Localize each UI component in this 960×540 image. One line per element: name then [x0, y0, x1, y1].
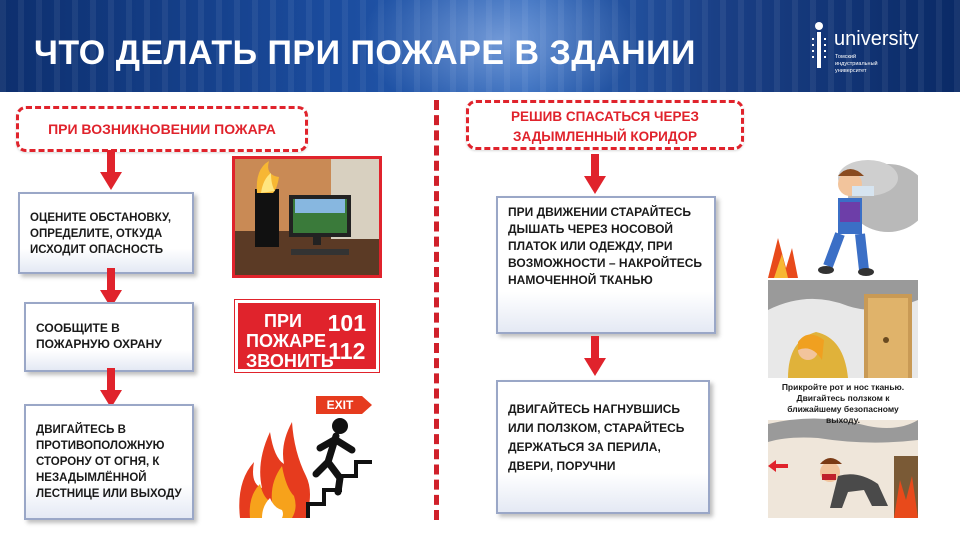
left-heading: ПРИ ВОЗНИКНОВЕНИИ ПОЖАРА — [16, 106, 308, 152]
left-step-1: ОЦЕНИТЕ ОБСТАНОВКУ, ОПРЕДЕЛИТЕ, ОТКУДА И… — [18, 192, 194, 274]
smoke-cartoon-bottom: Прикройте рот и нос тканью. Двигайтесь п… — [768, 380, 918, 518]
exit-fire-pictogram: EXIT — [236, 392, 378, 520]
girl-under-wet-cloth-icon — [768, 280, 918, 378]
emergency-number: 112 — [328, 338, 366, 364]
left-step-2: СООБЩИТЕ В ПОЖАРНУЮ ОХРАНУ — [24, 302, 194, 372]
logo-word: university — [834, 28, 919, 50]
right-step-2: ДВИГАЙТЕСЬ НАГНУВШИСЬ ИЛИ ПОЛЗКОМ, СТАРА… — [496, 380, 710, 514]
boy-covering-mouth-icon — [768, 160, 918, 278]
girl-crawling-icon — [768, 418, 918, 518]
exit-label: EXIT — [326, 398, 354, 412]
down-arrow-icon — [584, 154, 606, 194]
smoke-cartoon-middle — [768, 280, 918, 378]
column-divider — [434, 100, 439, 520]
emergency-number-sign: ПРИ ПОЖАРЕ ЗВОНИТЬ 101 112 — [234, 299, 380, 373]
burning-computer-icon — [235, 159, 379, 275]
university-logo: university Томский индустриальный универ… — [808, 18, 928, 78]
logo-mark-icon — [812, 22, 826, 68]
fire-number: 101 — [327, 310, 366, 336]
header-building-backdrop — [0, 0, 960, 92]
cartoon-caption: Прикройте рот и нос тканью. Двигайтесь п… — [781, 382, 905, 425]
page-title: ЧТО ДЕЛАТЬ ПРИ ПОЖАРЕ В ЗДАНИИ — [34, 34, 696, 72]
left-step-3: ДВИГАЙТЕСЬ В ПРОТИВОПОЛОЖНУЮ СТОРОНУ ОТ … — [24, 404, 194, 520]
header-banner: ЧТО ДЕЛАТЬ ПРИ ПОЖАРЕ В ЗДАНИИ universit… — [0, 0, 960, 92]
running-man-exit-icon — [239, 396, 372, 518]
smoke-cartoon-top — [768, 158, 918, 278]
right-heading: РЕШИВ СПАСАТЬСЯ ЧЕРЕЗ ЗАДЫМЛЕННЫЙ КОРИДО… — [466, 100, 744, 150]
right-step-1: ПРИ ДВИЖЕНИИ СТАРАЙТЕСЬ ДЫШАТЬ ЧЕРЕЗ НОС… — [496, 196, 716, 334]
logo-subtitle: Томский индустриальный университет — [835, 54, 878, 74]
down-arrow-icon — [100, 268, 122, 308]
down-arrow-icon — [100, 150, 122, 190]
down-arrow-icon — [584, 336, 606, 376]
down-arrow-icon — [100, 368, 122, 408]
burning-computer-photo — [232, 156, 382, 278]
